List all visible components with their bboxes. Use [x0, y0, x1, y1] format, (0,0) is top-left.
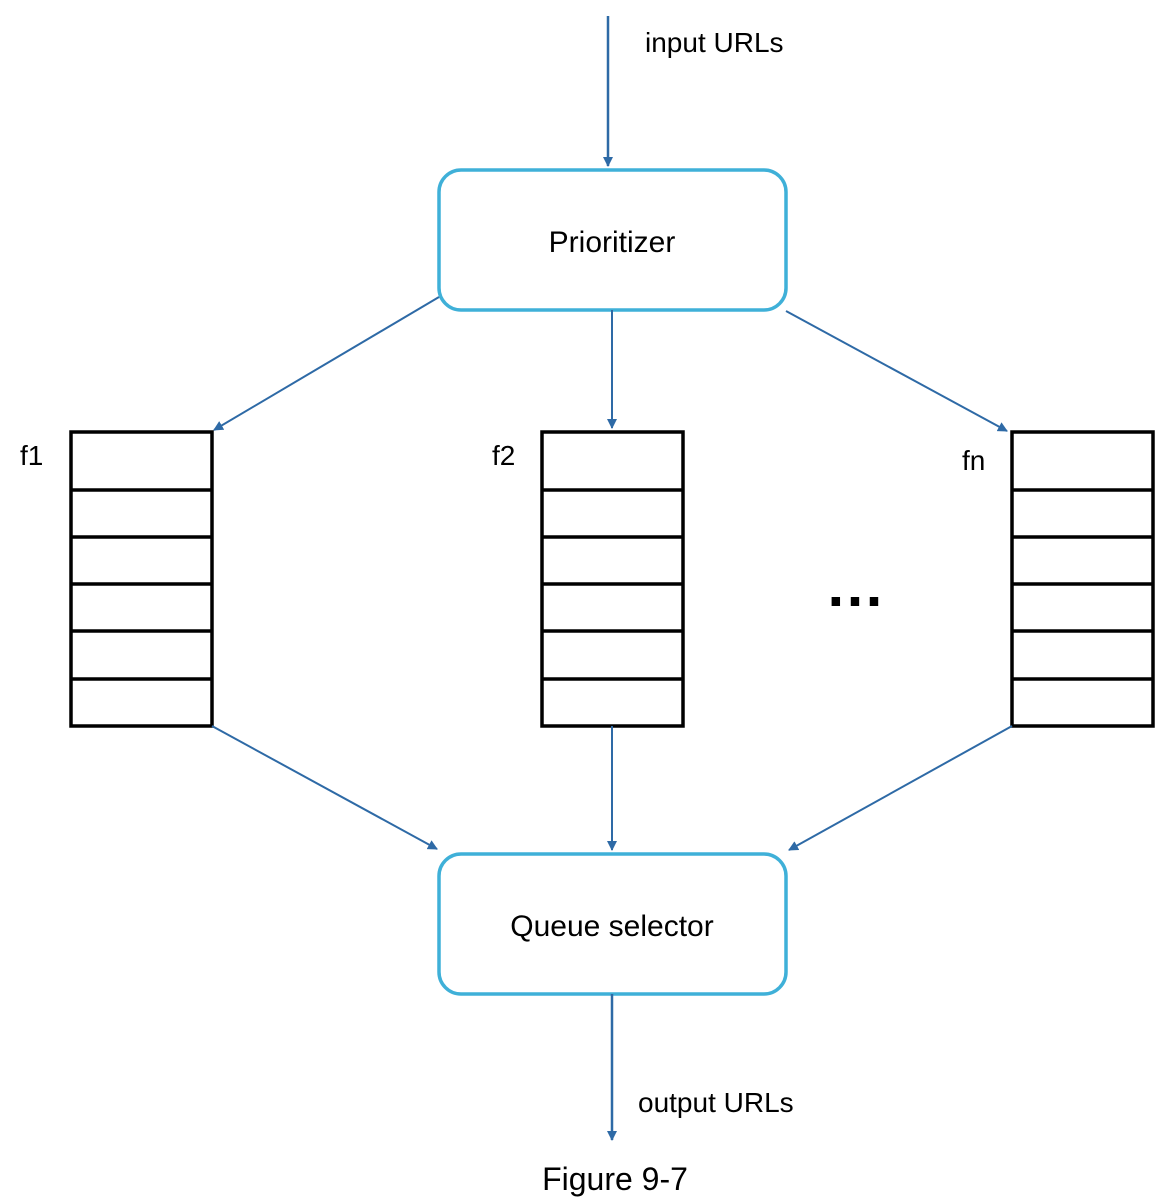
queue-selector-box: Queue selector — [437, 852, 788, 996]
prioritizer-box: Prioritizer — [437, 168, 788, 312]
figure-caption: Figure 9-7 — [542, 1161, 688, 1197]
queue-f1-label: f1 — [20, 440, 43, 471]
input-label: input URLs — [645, 27, 784, 58]
f1-to-selector-arrow — [211, 725, 438, 850]
prioritizer-to-fn-arrow — [785, 310, 1008, 432]
queue-f1 — [69, 430, 214, 728]
queue-fn — [1010, 430, 1155, 728]
queue-f2-label: f2 — [492, 440, 515, 471]
fn-to-selector-arrow — [788, 725, 1013, 851]
prioritizer-label: Prioritizer — [549, 226, 676, 259]
more-queues-ellipsis: … — [825, 552, 885, 619]
queue-f2 — [540, 430, 685, 728]
output-label: output URLs — [638, 1087, 794, 1118]
queue-fn-label: fn — [962, 445, 985, 476]
queue-selector-label: Queue selector — [510, 910, 713, 943]
prioritizer-to-f1-arrow — [213, 296, 440, 431]
